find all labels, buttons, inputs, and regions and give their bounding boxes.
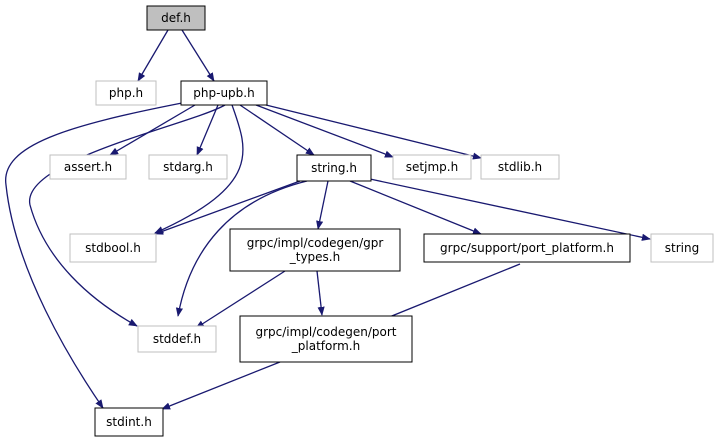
node-label: stdint.h — [106, 415, 152, 429]
node-string-h: string.h — [296, 154, 372, 182]
node-label: string — [665, 241, 699, 255]
edge-stringh-to-stddef — [175, 180, 308, 317]
edge-support-to-codegen-port-platform — [376, 263, 521, 323]
node-box — [392, 154, 472, 180]
node-label: _platform.h — [291, 339, 360, 353]
node-label: grpc/impl/codegen/gpr — [247, 236, 384, 250]
node-label: string.h — [311, 161, 357, 175]
edge-stringh-to-support-port-platform — [349, 180, 482, 235]
edge-stringh-to-string — [369, 178, 651, 241]
edge-stringh-to-stdbool — [154, 180, 301, 235]
node-stdbool-h: stdbool.h — [69, 233, 157, 263]
node-stdint-h: stdint.h — [94, 407, 164, 437]
node-box — [480, 154, 560, 180]
node-box — [95, 80, 157, 106]
node-box — [137, 325, 217, 353]
node-box — [69, 233, 157, 263]
node-label: php-upb.h — [193, 86, 254, 100]
node-stdlib-h: stdlib.h — [480, 154, 560, 180]
edge-gprtypes-to-codegen-port-platform — [316, 270, 325, 316]
node-box — [94, 407, 164, 437]
node-port-platform-codegen-h: grpc/impl/codegen/port_platform.h — [239, 315, 413, 363]
edge-gprtypes-to-stddef — [195, 270, 286, 329]
edge-phpupb-to-string-h — [239, 104, 315, 156]
edge-phpupb-to-assert — [109, 104, 196, 156]
node-label: stdlib.h — [498, 160, 542, 174]
node-php-upb-h: php-upb.h — [180, 80, 268, 106]
node-box — [650, 233, 714, 263]
edge-phpupb-to-stdint — [5, 102, 183, 409]
node-label: _types.h — [289, 250, 340, 264]
node-box — [423, 233, 631, 263]
node-box — [239, 315, 413, 363]
node-label: stdbool.h — [85, 241, 141, 255]
edge-phpupb-to-stdbool — [154, 104, 244, 234]
node-php-h: php.h — [95, 80, 157, 106]
node-box — [180, 80, 268, 106]
edge-phpupb-to-stdarg — [196, 104, 219, 156]
node-box — [229, 228, 401, 272]
node-label: def.h — [161, 11, 191, 25]
node-stdarg-h: stdarg.h — [148, 154, 228, 180]
node-label: php.h — [109, 86, 143, 100]
edge-phpupb-to-setjmp — [255, 104, 394, 158]
node-label: stdarg.h — [163, 160, 213, 174]
node-label: grpc/impl/codegen/port — [255, 325, 396, 339]
node-box — [49, 154, 127, 180]
edges — [5, 29, 651, 410]
edge-def-to-php-upb — [181, 29, 215, 82]
node-gpr-types-h: grpc/impl/codegen/gpr_types.h — [229, 228, 401, 272]
node-label: assert.h — [64, 160, 112, 174]
node-stddef-h: stddef.h — [137, 325, 217, 353]
node-port-platform-support-h: grpc/support/port_platform.h — [423, 233, 631, 263]
node-def-h: def.h — [146, 5, 206, 31]
node-string: string — [650, 233, 714, 263]
edge-phpupb-to-stdlib — [265, 104, 482, 160]
node-label: grpc/support/port_platform.h — [440, 241, 614, 255]
edge-phpupb-to-stddef — [29, 104, 226, 327]
node-setjmp-h: setjmp.h — [392, 154, 472, 180]
node-box — [296, 154, 372, 182]
edge-stringh-to-gprtypes — [316, 180, 329, 230]
edge-codegen-port-platform-to-stdint — [161, 361, 281, 410]
nodes: def.h php.h php-upb.h assert.h stdarg.h strin… — [49, 5, 714, 437]
node-label: stddef.h — [153, 332, 201, 346]
node-box — [146, 5, 206, 31]
node-assert-h: assert.h — [49, 154, 127, 180]
node-label: setjmp.h — [406, 160, 458, 174]
edge-def-to-php — [137, 29, 169, 82]
node-box — [148, 154, 228, 180]
